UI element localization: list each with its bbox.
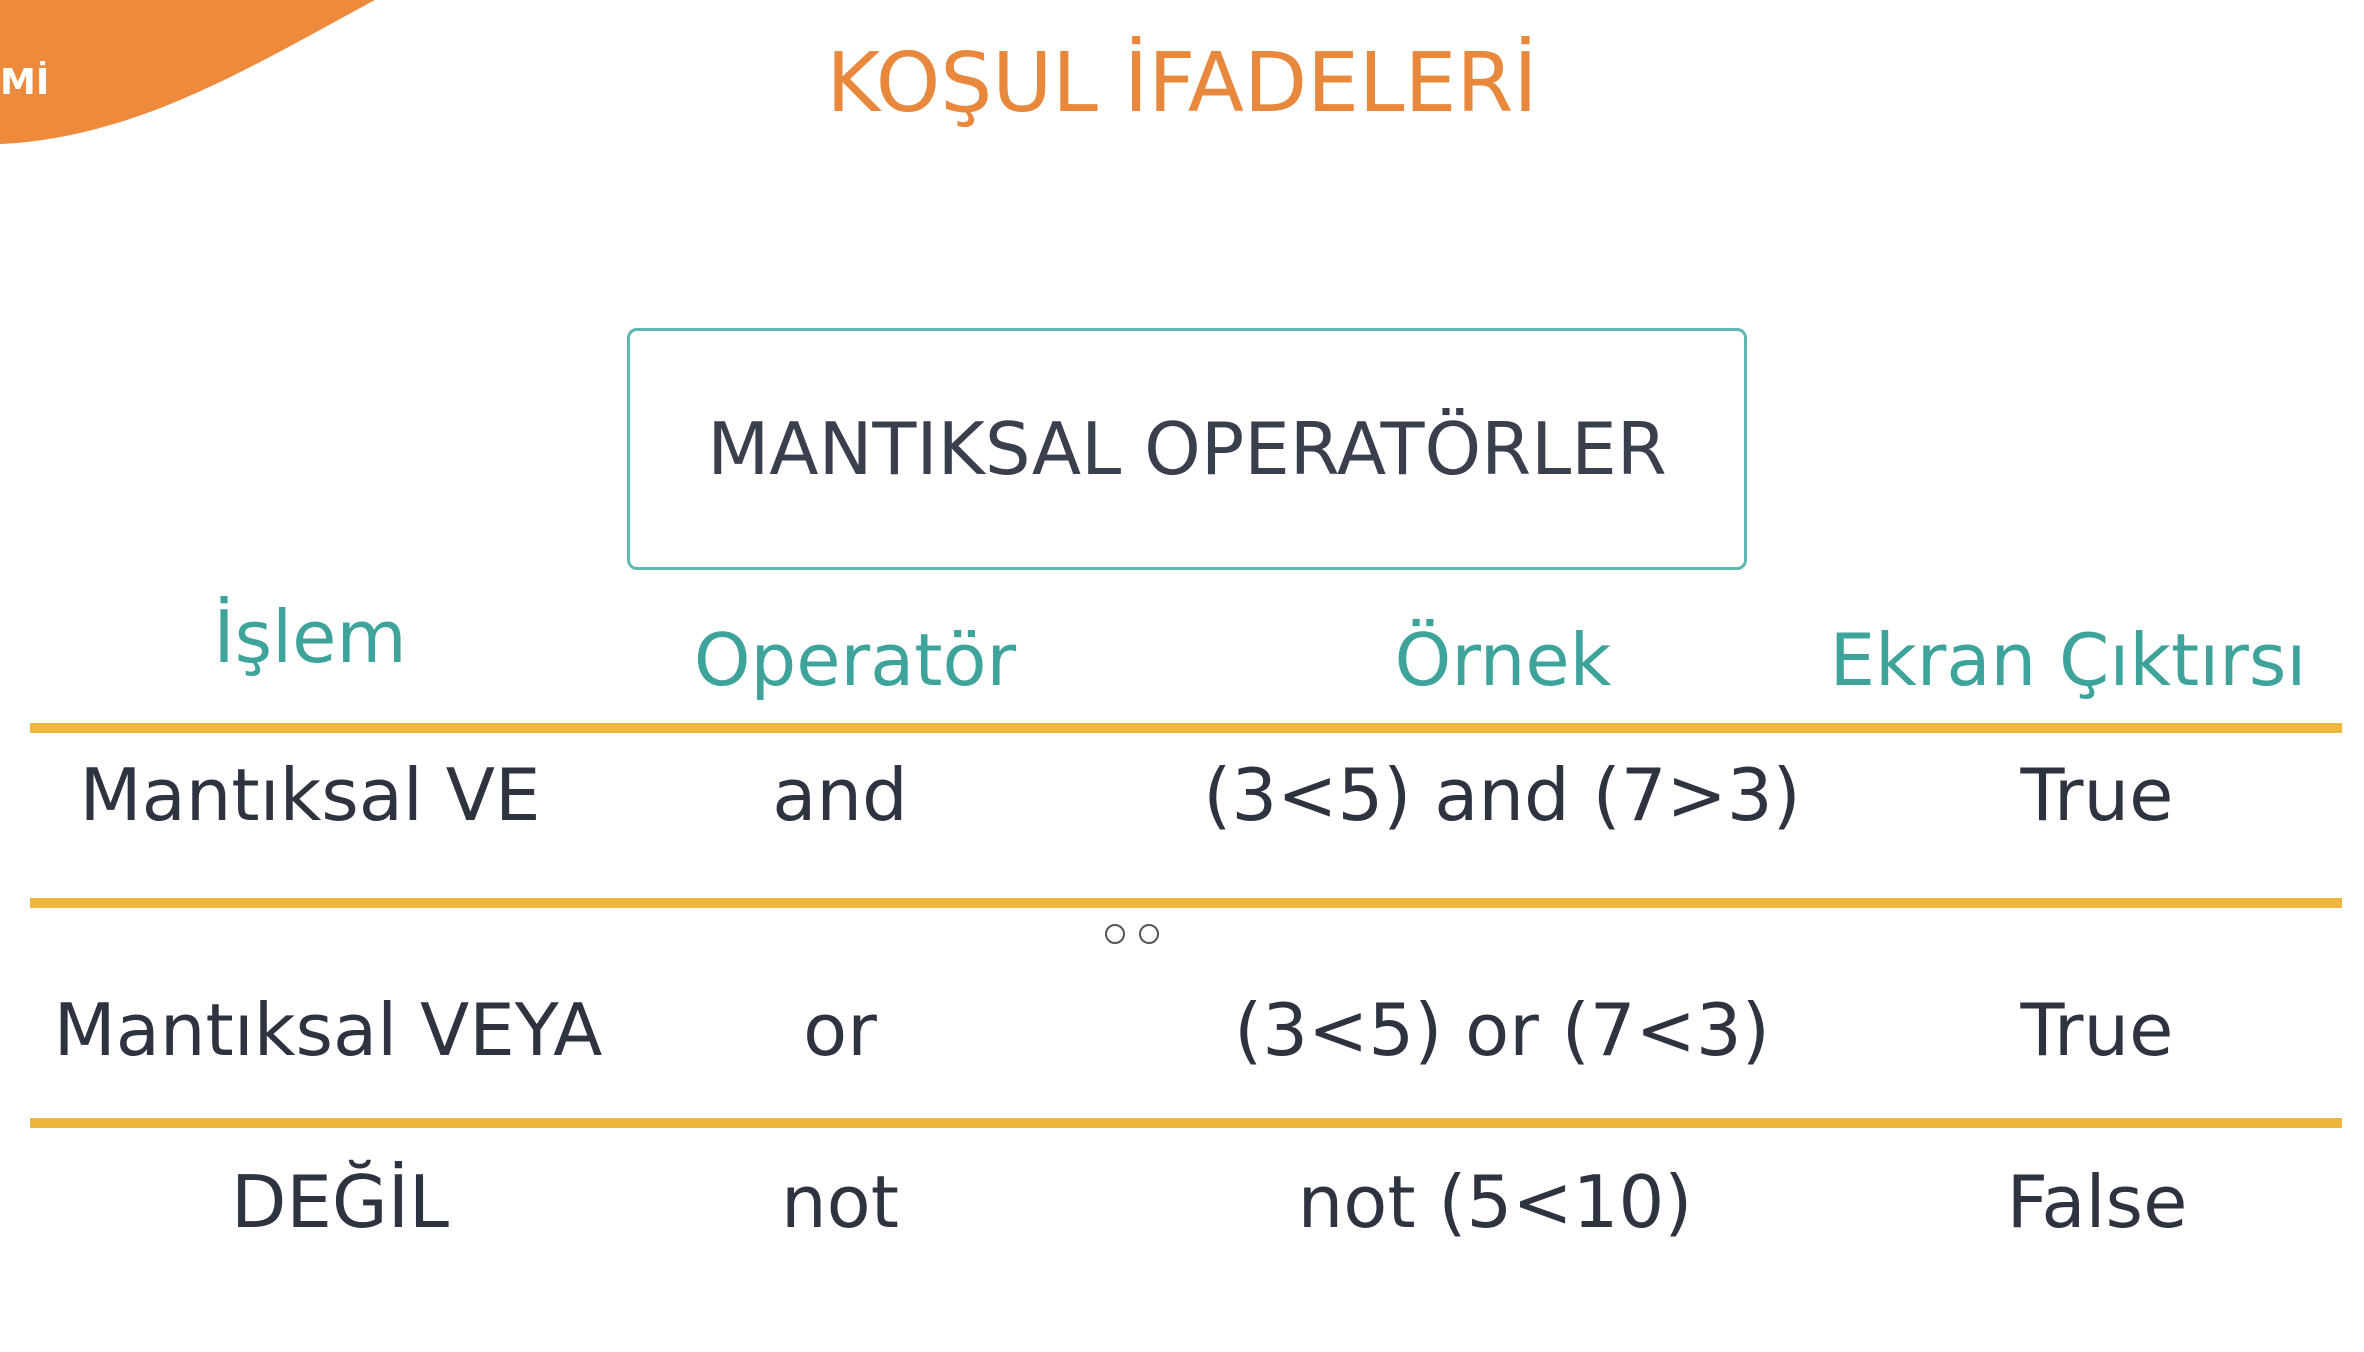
section-heading: MANTIKSAL OPERATÖRLER: [707, 407, 1667, 491]
column-header-ornek: Örnek: [1394, 618, 1612, 702]
row-2-ornek: (3<5) or (7<3): [1234, 988, 1770, 1072]
nav-dot-icon: [1139, 924, 1159, 944]
slide-nav-dots: [1105, 924, 1173, 949]
column-header-operator: Operatör: [693, 618, 1017, 702]
row-3-ekran-ciktisi: False: [2006, 1160, 2188, 1244]
corner-decoration: [0, 0, 375, 144]
row-3-islem: DEĞİL: [230, 1160, 450, 1244]
row-divider: [30, 898, 2342, 908]
row-2-islem: Mantıksal VEYA: [53, 988, 603, 1072]
row-3-ornek: not (5<10): [1297, 1160, 1693, 1244]
nav-dot-icon: [1105, 924, 1125, 944]
section-heading-box: MANTIKSAL OPERATÖRLER: [627, 328, 1747, 570]
page-title: KOŞUL İFADELERİ: [826, 36, 1538, 131]
row-2-ekran-ciktisi: True: [2020, 988, 2174, 1072]
column-header-ekran-ciktisi: Ekran Çıktırsı: [1829, 618, 2307, 702]
column-header-islem: İşlem: [213, 595, 407, 679]
row-2-operator: or: [803, 988, 877, 1072]
row-divider: [30, 1118, 2342, 1128]
row-1-ornek: (3<5) and (7>3): [1203, 753, 1801, 837]
row-1-islem: Mantıksal VE: [79, 753, 541, 837]
row-1-ekran-ciktisi: True: [2020, 753, 2174, 837]
header-divider: [30, 723, 2342, 733]
corner-label: Mİ: [0, 62, 50, 103]
row-1-operator: and: [772, 753, 908, 837]
row-3-operator: not: [781, 1160, 899, 1244]
